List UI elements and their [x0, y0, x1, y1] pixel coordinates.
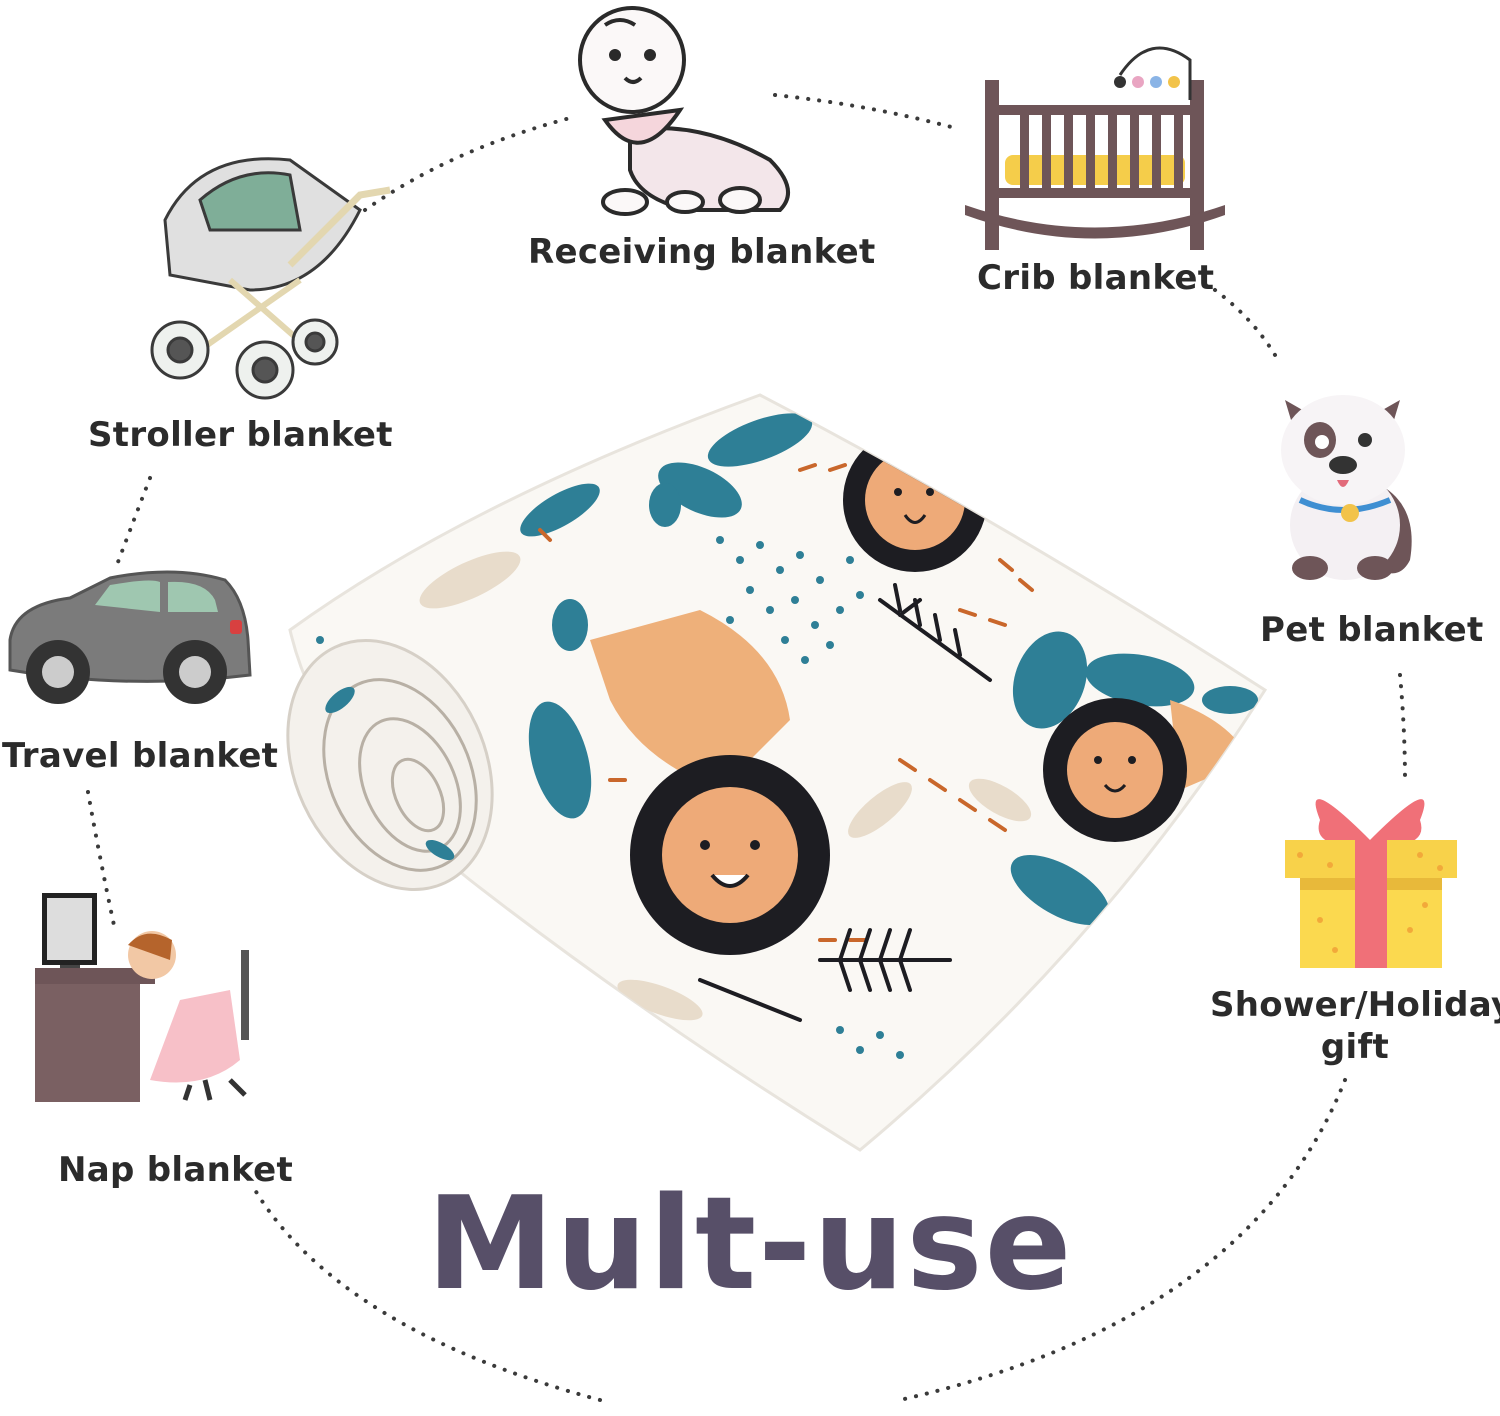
stroller-blanket-label: Stroller blanket	[88, 415, 393, 455]
pet-blanket-label: Pet blanket	[1260, 610, 1484, 650]
nap-blanket-label: Nap blanket	[58, 1150, 294, 1190]
shower-holiday-label-line2: gift	[1320, 1027, 1390, 1067]
travel-blanket-label: Travel blanket	[2, 736, 279, 776]
shower-holiday-label-line1: Shower/Holiday	[1210, 985, 1500, 1025]
headline-title: Mult-use	[426, 1170, 1074, 1319]
crib-blanket-label: Crib blanket	[977, 258, 1215, 298]
receiving-blanket-label: Receiving blanket	[528, 232, 876, 272]
shower-holiday-gift-label: Shower/Holiday gift	[1210, 985, 1500, 1067]
